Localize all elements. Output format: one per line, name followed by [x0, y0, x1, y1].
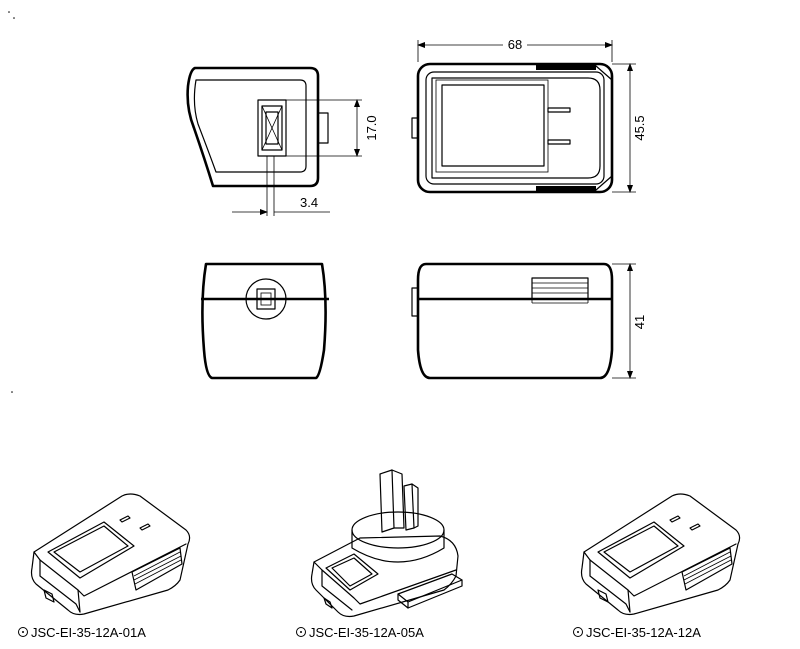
- scan-dot: [8, 11, 10, 13]
- model-12a-isometric: [580, 493, 741, 616]
- bullet-circle-icon: [18, 627, 28, 637]
- model-label-12a: JSC-EI-35-12A-12A: [573, 625, 701, 640]
- pin-height-dimension: 17.0: [364, 115, 379, 140]
- bullet-circle-icon: [296, 627, 306, 637]
- model-label-text: JSC-EI-35-12A-01A: [31, 625, 146, 640]
- model-label-05a: JSC-EI-35-12A-05A: [296, 625, 424, 640]
- bottom-view: [411, 262, 636, 380]
- side-view: [186, 66, 362, 216]
- pin-width-dimension: 3.4: [300, 195, 318, 210]
- depth-dimension: 41: [632, 315, 647, 329]
- scan-dot: [11, 391, 13, 393]
- top-view: [201, 262, 329, 380]
- scan-dot: [13, 17, 15, 19]
- height-dimension: 45.5: [632, 115, 647, 140]
- model-05a-isometric: [310, 469, 463, 618]
- width-dimension: 68: [508, 37, 522, 52]
- bullet-circle-icon: [573, 627, 583, 637]
- model-label-text: JSC-EI-35-12A-05A: [309, 625, 424, 640]
- model-label-text: JSC-EI-35-12A-12A: [586, 625, 701, 640]
- model-01a-isometric: [30, 493, 191, 616]
- front-view: [411, 40, 636, 194]
- model-label-01a: JSC-EI-35-12A-01A: [18, 625, 146, 640]
